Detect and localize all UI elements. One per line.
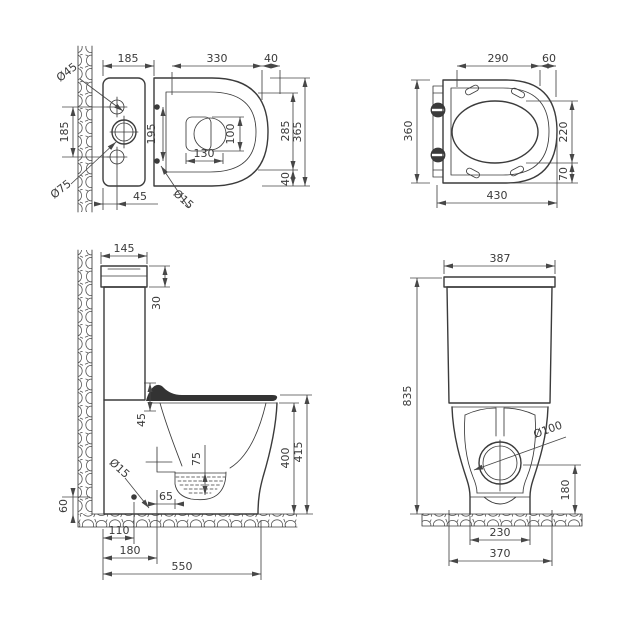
- side-view: 145 30 45 75 65 Ø15 60 110 180: [57, 242, 313, 580]
- dim-side-seat-rise: 45: [135, 413, 148, 427]
- dim-front-outlet-height: 180: [559, 480, 572, 501]
- dim-seat-hinge-gap: 60: [542, 52, 556, 65]
- side-dimensions: 145 30 45 75 65 Ø15 60 110 180: [57, 242, 313, 580]
- dim-side-trap-offset: 65: [159, 490, 173, 503]
- dim-side-fixing-offset: 110: [109, 524, 130, 537]
- dim-seat-opening-length: 290: [488, 52, 509, 65]
- seat-outline: [430, 79, 558, 184]
- dim-plan-front-gap: 40: [264, 52, 278, 65]
- flush-opening-circle: [193, 117, 227, 151]
- cistern-body-side: [103, 286, 146, 401]
- seat-bumpers: [465, 84, 525, 179]
- dim-plan-inlet-span: 185: [58, 122, 71, 143]
- dim-front-base-width: 370: [490, 547, 511, 560]
- dim-side-trap-distance: 180: [120, 544, 141, 557]
- dim-plan-tank-width: 185: [118, 52, 139, 65]
- pedestal-inner-panel: [464, 407, 536, 494]
- dim-seat-overall-width: 360: [402, 121, 415, 142]
- seat-fixing-hole-bottom: [154, 158, 160, 164]
- floor-fixing-hole: [131, 494, 137, 500]
- wall-hatch: [77, 45, 93, 213]
- drain-hole: [109, 115, 139, 149]
- dim-plan-hole-offset: 45: [133, 190, 147, 203]
- dim-front-overall-height: 835: [401, 386, 414, 407]
- dim-seat-overall-length: 430: [487, 189, 508, 202]
- seat-opening: [451, 100, 539, 164]
- bowl-top-outline: [153, 77, 269, 187]
- dim-side-water-depth: 75: [190, 452, 203, 466]
- hinge-bolt-top: [430, 102, 446, 118]
- plan-dimensions: 185 330 40 365 285 40 195 185 45 13: [58, 52, 310, 210]
- outlet-circle-outer: [478, 441, 522, 485]
- seat-fixing-hole-top: [154, 104, 160, 110]
- dim-plan-bowl-length: 330: [207, 52, 228, 65]
- dim-side-flange-height: 60: [57, 499, 70, 513]
- dim-side-seat-height: 415: [292, 442, 305, 463]
- floor-hatch-front: [421, 513, 583, 527]
- pedestal-front: [451, 406, 549, 515]
- flush-opening: [185, 116, 212, 152]
- hinge-bolt-bottom: [430, 147, 446, 163]
- toilet-side-outline: [100, 265, 278, 515]
- dim-front-tank-width: 387: [490, 252, 511, 265]
- dim-side-overall-depth: 550: [172, 560, 193, 573]
- dim-plan-opening-width: 130: [194, 147, 215, 160]
- toilet-front-outline: [443, 276, 556, 515]
- dim-front-foot-width: 230: [490, 526, 511, 539]
- bowl-body-side: [103, 399, 278, 515]
- seat-dimensions: 290 60 360 220 70 430: [402, 52, 578, 208]
- wall-hatch-side: [77, 249, 93, 515]
- dim-seat-front-gap: 70: [557, 167, 570, 181]
- dim-plan-fixing-span: 195: [145, 124, 158, 145]
- dim-side-rim-height: 400: [279, 448, 292, 469]
- cistern-body-front: [446, 286, 553, 404]
- plan-view: 185 330 40 365 285 40 195 185 45 13: [48, 45, 310, 213]
- front-view: 387 835 Ø100 180 230 370: [401, 252, 583, 566]
- dim-plan-opening-depth: 100: [224, 124, 237, 145]
- dim-side-tank-depth: 145: [114, 242, 135, 255]
- dim-plan-rear-gap: 40: [279, 172, 292, 186]
- seat-view: 290 60 360 220 70 430: [402, 52, 578, 208]
- dim-plan-inner-depth: 285: [279, 121, 292, 142]
- seat-side-profile: [146, 384, 278, 401]
- dim-side-lid-height: 30: [150, 296, 163, 310]
- bowl-interior-lines: [145, 402, 267, 501]
- outlet-circle-inner: [482, 445, 518, 481]
- dim-seat-opening-depth: 220: [557, 122, 570, 143]
